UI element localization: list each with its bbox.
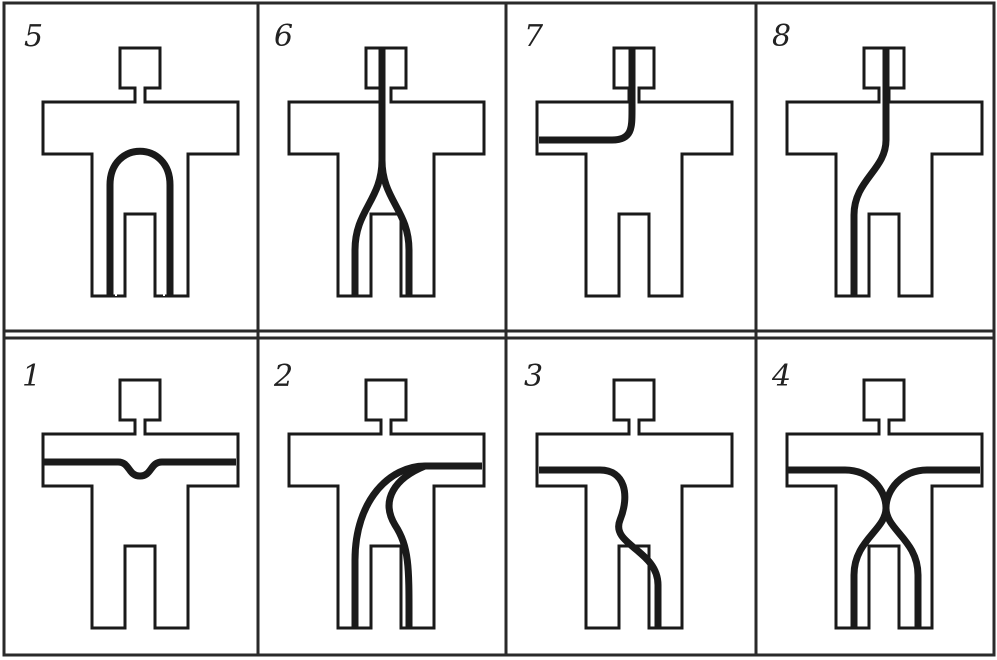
- panel-label-1: 1: [22, 359, 41, 394]
- panel-label-2: 2: [273, 359, 293, 394]
- panel-label-4: 4: [771, 359, 791, 394]
- panel-label-8: 8: [772, 19, 791, 54]
- panel-label-5: 5: [24, 19, 43, 54]
- panel-label-6: 6: [274, 19, 293, 54]
- panel-label-7: 7: [524, 19, 544, 54]
- panel-label-3: 3: [524, 359, 543, 394]
